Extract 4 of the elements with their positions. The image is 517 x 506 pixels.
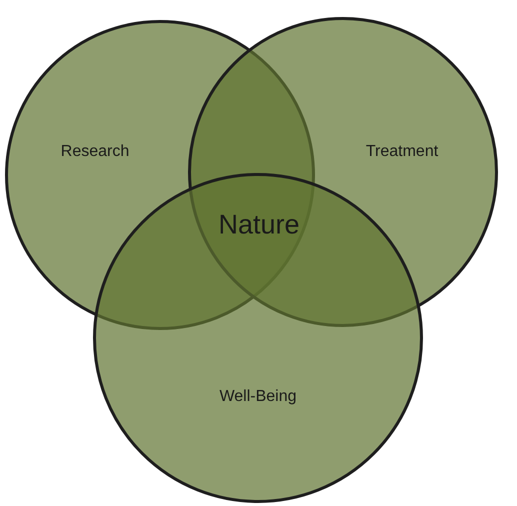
- circle-label: Well-Being: [219, 388, 297, 406]
- circle-label: Treatment: [366, 143, 438, 161]
- center-label: Nature: [218, 210, 300, 240]
- circle-label: Research: [60, 143, 130, 161]
